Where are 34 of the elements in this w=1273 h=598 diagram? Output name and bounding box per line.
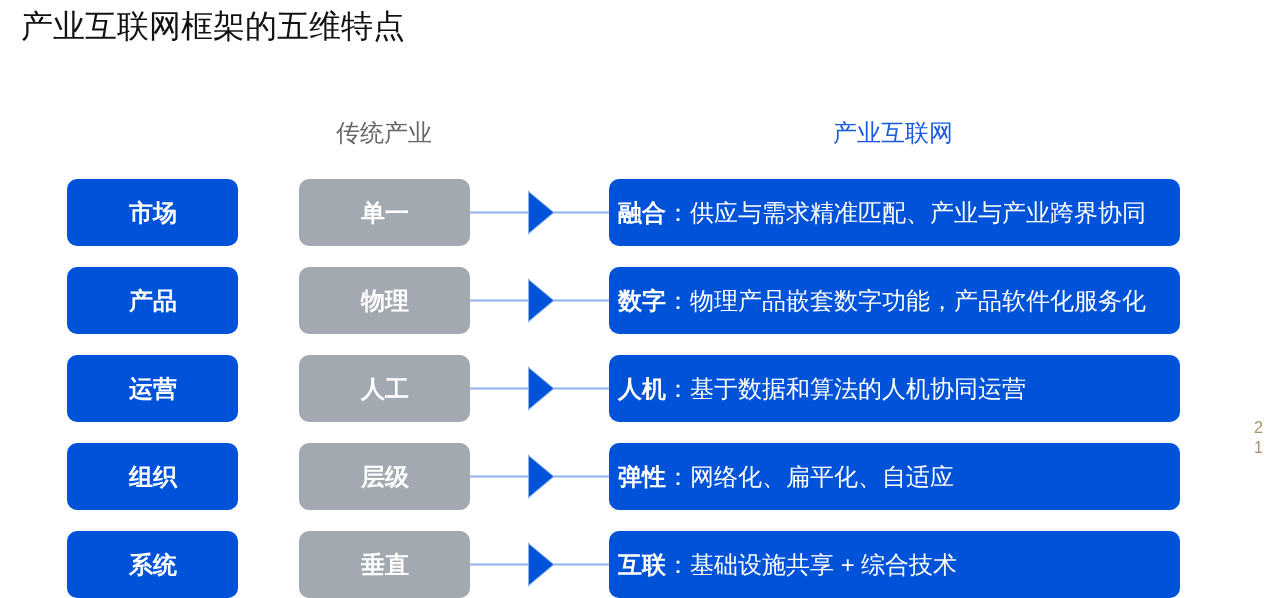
- dimension-box: [67, 179, 238, 246]
- internet-feature-text: 融合：供应与需求精准匹配、产业与产业跨界协同: [618, 197, 1146, 228]
- dimension-name: 组织: [128, 461, 177, 492]
- dimension-box: [67, 267, 238, 334]
- dimension-box: [67, 443, 238, 510]
- dimension-name: 产品: [128, 285, 177, 316]
- dimension-box: [67, 531, 238, 598]
- traditional-feature-text: 层级: [360, 461, 409, 492]
- traditional-feature-text: 垂直: [360, 549, 409, 580]
- internet-feature-text: 弹性：网络化、扁平化、自适应: [618, 461, 954, 492]
- arrow: [469, 455, 610, 498]
- traditional-feature-text: 物理: [360, 285, 409, 316]
- arrow: [469, 279, 610, 322]
- internet-feature-text: 互联：基础设施共享 + 综合技术: [618, 549, 958, 580]
- traditional-feature-text: 单一: [360, 197, 409, 228]
- arrow: [469, 191, 610, 234]
- traditional-feature-box: [299, 267, 470, 334]
- traditional-feature-box: [299, 355, 470, 422]
- internet-feature-text: 人机：基于数据和算法的人机协同运营: [618, 373, 1026, 404]
- traditional-feature-text: 人工: [360, 373, 409, 404]
- traditional-feature-box: [299, 443, 470, 510]
- dimension-box: [67, 355, 238, 422]
- traditional-feature-box: [299, 531, 470, 598]
- page-number: 21: [1254, 418, 1263, 458]
- arrow: [469, 367, 610, 410]
- column-header: 传统产业: [336, 118, 432, 148]
- dimension-name: 市场: [128, 197, 177, 228]
- dimension-name: 运营: [128, 373, 177, 404]
- column-header: 产业互联网: [833, 118, 953, 148]
- internet-feature-text: 数字：物理产品嵌套数字功能，产品软件化服务化: [618, 285, 1146, 316]
- arrow: [469, 543, 610, 586]
- traditional-feature-box: [299, 179, 470, 246]
- dimension-name: 系统: [128, 549, 177, 580]
- title: 产业互联网框架的五维特点: [21, 7, 405, 45]
